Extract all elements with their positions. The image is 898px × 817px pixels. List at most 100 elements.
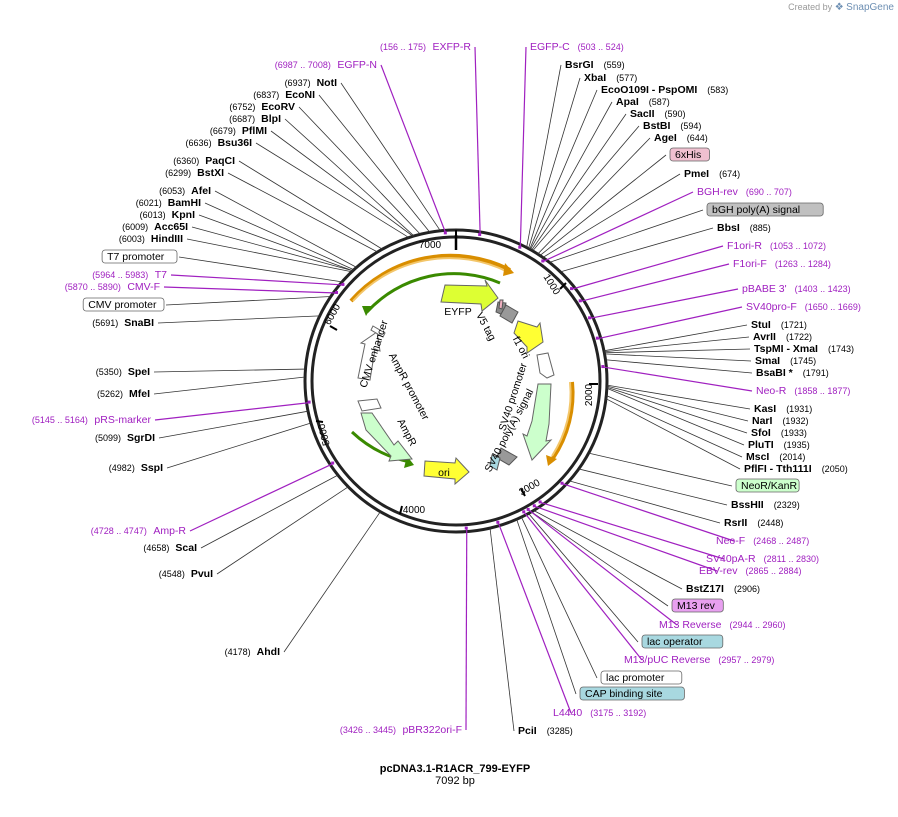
primer-f1ori-f[interactable]: F1ori-F(1263 .. 1284) — [733, 258, 831, 270]
leader-line — [198, 214, 353, 272]
enzyme-xbai[interactable]: XbaI(577) — [584, 72, 637, 84]
enzyme-econi[interactable]: (6837)EcoNI — [253, 89, 315, 101]
enzyme-bstz17i[interactable]: BstZ17I(2906) — [686, 583, 760, 595]
feature-6xhis[interactable]: 6xHis — [669, 147, 710, 162]
primer-amp-r[interactable]: (4728 .. 4747) Amp-R — [91, 525, 187, 537]
feature-lac-operator[interactable]: lac operator — [641, 634, 724, 649]
primer-label: (6987 .. 7008) EGFP-N — [275, 59, 377, 71]
enzyme-ecorv[interactable]: (6752)EcoRV — [229, 101, 295, 113]
enzyme-pflfi-tth111i[interactable]: PflFI - Tth111I(2050) — [744, 463, 848, 475]
primer-pbr322ori-f[interactable]: (3426 .. 3445) pBR322ori-F — [340, 724, 462, 736]
plasmid-name: pcDNA3.1-R1ACR_799-EYFP — [380, 763, 530, 775]
enzyme-sacii[interactable]: SacII(590) — [630, 108, 686, 120]
enzyme-position: (4178) — [225, 647, 251, 657]
primer-egfp-n[interactable]: (6987 .. 7008) EGFP-N — [275, 59, 377, 71]
enzyme-bstbi[interactable]: BstBI(594) — [643, 120, 701, 132]
primer-m13-reverse[interactable]: M13 Reverse(2944 .. 2960) — [659, 619, 786, 631]
enzyme-hindiii[interactable]: (6003)HindIII — [119, 233, 183, 245]
primer-prs-marker[interactable]: (5145 .. 5164) pRS-marker — [32, 414, 152, 426]
enzyme-nari[interactable]: NarI(1932) — [752, 415, 808, 427]
enzyme-pluti[interactable]: PluTI(1935) — [748, 439, 810, 451]
primer-sv40pa-r[interactable]: SV40pA-R(2811 .. 2830) — [706, 553, 819, 565]
enzyme-bbsi[interactable]: BbsI(885) — [717, 222, 771, 234]
enzyme-bsu36i[interactable]: (6636)Bsu36I — [186, 137, 253, 149]
primer-m13-puc-reverse[interactable]: M13/pUC Reverse(2957 .. 2979) — [624, 654, 774, 666]
leader-line — [214, 190, 357, 268]
enzyme-bsshii[interactable]: BssHII(2329) — [731, 499, 800, 511]
enzyme-label: (5691)SnaBI — [92, 317, 154, 329]
enzyme-bsrgi[interactable]: BsrGI(559) — [565, 59, 625, 71]
feature-cmv-promoter[interactable]: CMV promoter — [82, 297, 165, 312]
feature-lac-promoter[interactable]: lac promoter — [600, 670, 683, 685]
enzyme-pvui[interactable]: (4548)PvuI — [159, 568, 213, 580]
enzyme-avrii[interactable]: AvrII(1722) — [753, 331, 812, 343]
enzyme-sfoi[interactable]: SfoI(1933) — [751, 427, 807, 439]
enzyme-scai[interactable]: (4658)ScaI — [143, 542, 197, 554]
enzyme-position: (1791) — [803, 368, 829, 378]
tick-label-2000: 2000 — [584, 383, 595, 406]
enzyme-ahdi[interactable]: (4178)AhdI — [225, 646, 280, 658]
primer-mark — [541, 259, 545, 263]
enzyme-bsabi[interactable]: BsaBI *(1791) — [756, 367, 829, 379]
feature-t7-promoter[interactable]: T7 promoter — [101, 249, 178, 264]
leader-line — [489, 528, 515, 732]
primer-neo-f[interactable]: Neo-F(2468 .. 2487) — [716, 535, 809, 547]
feature-cap-binding-site[interactable]: CAP binding site — [579, 686, 685, 701]
enzyme-kpni[interactable]: (6013)KpnI — [140, 209, 195, 221]
leader-line — [606, 387, 745, 446]
enzyme-paqci[interactable]: (6360)PaqCI — [173, 155, 235, 167]
enzyme-bstxi[interactable]: (6299)BstXI — [165, 167, 224, 179]
primer-cmv-f[interactable]: (5870 .. 5890) CMV-F — [65, 281, 160, 293]
plasmid-length: 7092 bp — [435, 775, 475, 787]
feature-m13-rev[interactable]: M13 rev — [671, 598, 724, 613]
enzyme-stui[interactable]: StuI(1721) — [751, 319, 807, 331]
primer-position: (503 .. 524) — [578, 42, 624, 52]
leader-line — [200, 474, 339, 549]
primer-mark — [478, 232, 482, 236]
primer-label: F1ori-R(1053 .. 1072) — [727, 240, 826, 252]
enzyme-ecoo109i-pspomi[interactable]: EcoO109I - PspOMI(583) — [601, 84, 728, 96]
enzyme-position: (6053) — [159, 186, 185, 196]
enzyme-pflmi[interactable]: (6679)PflMI — [210, 125, 267, 137]
enzyme-afei[interactable]: (6053)AfeI — [159, 185, 211, 197]
enzyme-msci[interactable]: MscI(2014) — [746, 451, 805, 463]
feature-bgh-poly-a-signal[interactable]: bGH poly(A) signal — [706, 202, 824, 217]
enzyme-label: BbsI(885) — [717, 222, 771, 234]
enzyme-spei[interactable]: (5350)SpeI — [96, 366, 150, 378]
enzyme-tspmi-xmai[interactable]: TspMI - XmaI(1743) — [754, 343, 854, 355]
primer-f1ori-r[interactable]: F1ori-R(1053 .. 1072) — [727, 240, 826, 252]
enzyme-bamhi[interactable]: (6021)BamHI — [136, 197, 201, 209]
enzyme-label: PciI(3285) — [518, 725, 573, 737]
primer-sv40pro-f[interactable]: SV40pro-F(1650 .. 1669) — [746, 301, 861, 313]
feature-box — [82, 297, 165, 312]
enzyme-mfei[interactable]: (5262)MfeI — [97, 388, 150, 400]
enzyme-kasi[interactable]: KasI(1931) — [754, 403, 812, 415]
enzyme-snabi[interactable]: (5691)SnaBI — [92, 317, 154, 329]
enzyme-smai[interactable]: SmaI(1745) — [755, 355, 816, 367]
ampr-promoter-feature — [357, 398, 382, 412]
primer-mark — [538, 500, 542, 504]
primer-t7[interactable]: (5964 .. 5983) T7 — [92, 269, 167, 281]
enzyme-apai[interactable]: ApaI(587) — [616, 96, 670, 108]
feature-neor-kanr[interactable]: NeoR/KanR — [735, 478, 800, 493]
primer-egfp-c[interactable]: EGFP-C(503 .. 524) — [530, 41, 624, 53]
tick-mark-1000 — [559, 282, 567, 290]
primer-bgh-rev[interactable]: BGH-rev(690 .. 707) — [697, 186, 792, 198]
primer-ebv-rev[interactable]: EBV-rev(2865 .. 2884) — [699, 565, 802, 577]
enzyme-noti[interactable]: (6937)NotI — [285, 77, 338, 89]
primer-neo-r[interactable]: Neo-R(1858 .. 1877) — [756, 385, 850, 397]
enzyme-sgrdi[interactable]: (5099)SgrDI — [95, 432, 155, 444]
primer-mark — [588, 316, 592, 320]
enzyme-acc65i[interactable]: (6009)Acc65I — [122, 221, 188, 233]
enzyme-sspi[interactable]: (4982)SspI — [109, 462, 163, 474]
enzyme-rsrii[interactable]: RsrII(2448) — [724, 517, 783, 529]
enzyme-blpi[interactable]: (6687)BlpI — [229, 113, 281, 125]
primer-l4440[interactable]: L4440(3175 .. 3192) — [553, 707, 646, 719]
primer-exfp-r[interactable]: (156 .. 175) EXFP-R — [380, 41, 471, 53]
enzyme-label: (6009)Acc65I — [122, 221, 188, 233]
enzyme-pcii[interactable]: PciI(3285) — [518, 725, 573, 737]
primer-pbabe-3[interactable]: pBABE 3'(1403 .. 1423) — [742, 283, 851, 295]
sv40-promoter-feature — [536, 352, 555, 379]
enzyme-pmei[interactable]: PmeI(674) — [684, 168, 740, 180]
enzyme-agei[interactable]: AgeI(644) — [654, 132, 708, 144]
